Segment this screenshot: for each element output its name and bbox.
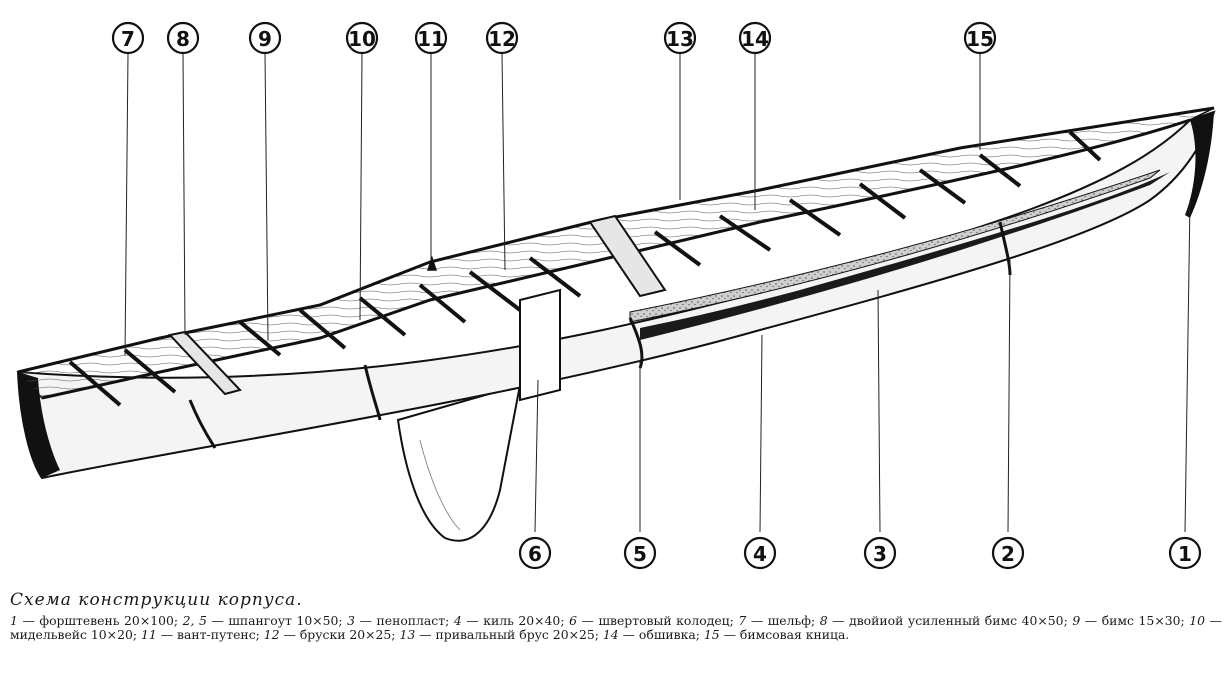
svg-text:13: 13 — [666, 27, 694, 51]
legend-entry: 13 — привальный брус 20×25; — [399, 627, 599, 642]
svg-text:4: 4 — [753, 542, 767, 566]
legend-entry-text: привальный брус 20×25; — [435, 627, 599, 642]
legend-entry: 12 — бруски 20×25; — [263, 627, 396, 642]
legend-entry: 8 — двойиой усиленный бимс 40×50; — [819, 613, 1068, 628]
svg-text:7: 7 — [121, 27, 135, 51]
legend-entry: 4 — киль 20×40; — [453, 613, 565, 628]
svg-text:9: 9 — [258, 27, 272, 51]
svg-text:3: 3 — [873, 542, 887, 566]
callout-4: 4 — [743, 536, 777, 570]
legend-entry-text: бруски 20×25; — [299, 627, 396, 642]
legend-entry-number: 11 — [140, 627, 157, 642]
legend-entry: 3 — пенопласт; — [347, 613, 450, 628]
callout-6: 6 — [518, 536, 552, 570]
legend-entry-number: 15 — [703, 627, 720, 642]
svg-text:5: 5 — [633, 542, 647, 566]
keel-foam — [629, 169, 1161, 323]
legend-entry-text: шпангоут 10×50; — [228, 613, 343, 628]
legend-entry: 14 — обшивка; — [602, 627, 700, 642]
legend-entry-number: 7 — [738, 613, 747, 628]
legend-entry: 11 — вант-путенс; — [140, 627, 260, 642]
callout-2: 2 — [991, 536, 1025, 570]
legend-entry-text: форштевень 20×100; — [39, 613, 179, 628]
callout-8: 8 — [166, 21, 200, 55]
svg-text:10: 10 — [348, 27, 376, 51]
legend-entry-text: мидельвейс 10×20; — [10, 627, 138, 642]
svg-text:11: 11 — [417, 27, 445, 51]
centreboard — [396, 383, 522, 542]
caption-legend: 1 — форштевень 20×100; 2, 5 — шпангоут 1… — [10, 614, 1222, 642]
legend-entry-number: 4 — [453, 613, 462, 628]
legend-entry: 15 — бимсовая кница. — [703, 627, 850, 642]
stem — [1185, 112, 1214, 218]
callout-13: 13 — [663, 21, 697, 55]
centreboard-trunk — [519, 288, 561, 402]
legend-entry-number: 2, 5 — [182, 613, 207, 628]
legend-entry-text: киль 20×40; — [483, 613, 565, 628]
legend-entry: 1 — форштевень 20×100; — [10, 613, 179, 628]
svg-text:15: 15 — [966, 27, 994, 51]
legend-entry: 6 — швертовый колодец; — [569, 613, 734, 628]
legend-entry-number: 9 — [1072, 613, 1081, 628]
legend-entry-number: 1 — [10, 613, 18, 628]
svg-text:6: 6 — [528, 542, 542, 566]
deck-beams — [68, 130, 1102, 407]
callout-14: 14 — [738, 21, 772, 55]
svg-text:2: 2 — [1001, 542, 1015, 566]
callout-11: 11 — [414, 21, 448, 55]
legend-entry: 7 — шельф; — [738, 613, 816, 628]
hull-side — [16, 110, 1216, 480]
legend-entry-number: 3 — [347, 613, 355, 628]
figure-caption: Схема конструкции корпуса. 1 — форштевен… — [10, 590, 1222, 642]
hull-construction-diagram: 7 8 9 10 11 12 13 14 15 6 5 4 3 2 1 — [16, 21, 1216, 570]
callout-12: 12 — [485, 21, 519, 55]
legend-entry-number: 10 — [1189, 613, 1205, 628]
legend-entry-number: 13 — [399, 627, 416, 642]
gunwale — [41, 118, 1191, 400]
reinforced-beams — [168, 214, 667, 396]
callout-7: 7 — [111, 21, 145, 55]
legend-entry-text: обшивка; — [638, 627, 700, 642]
svg-text:12: 12 — [488, 27, 516, 51]
legend-entry-number: 6 — [569, 613, 577, 628]
callout-10: 10 — [345, 21, 379, 55]
legend-entry-text: бимсовая кница. — [739, 627, 850, 642]
callout-1: 1 — [1168, 536, 1202, 570]
callout-9: 9 — [248, 21, 282, 55]
transom — [18, 372, 60, 478]
callout-3: 3 — [863, 536, 897, 570]
caption-title: Схема конструкции корпуса. — [10, 590, 303, 610]
legend-entry-text: швертовый колодец; — [598, 613, 734, 628]
legend-entry: 2, 5 — шпангоут 10×50; — [182, 613, 343, 628]
legend-entry-number: 12 — [263, 627, 280, 642]
legend-entry-number: 8 — [819, 613, 828, 628]
legend-entry-text: шельф; — [767, 613, 816, 628]
svg-text:8: 8 — [176, 27, 190, 51]
legend-entry-text: двойиой усиленный бимс 40×50; — [849, 613, 1068, 628]
svg-text:14: 14 — [741, 27, 769, 51]
legend-entry: 10 — мидельвейс 10×20; — [10, 613, 1222, 642]
legend-entry-number: 14 — [602, 627, 619, 642]
callout-15: 15 — [963, 21, 997, 55]
svg-text:1: 1 — [1178, 542, 1192, 566]
legend-entry-text: бимс 15×30; — [1101, 613, 1185, 628]
chainplate — [426, 255, 438, 271]
legend-entry-text: вант-путенс; — [177, 627, 260, 642]
legend-entry-text: пенопласт; — [376, 613, 450, 628]
legend-entry: 9 — бимс 15×30; — [1072, 613, 1185, 628]
leader-lines — [124, 53, 1191, 533]
hull-interior-shadow — [640, 172, 1170, 340]
callout-5: 5 — [623, 536, 657, 570]
